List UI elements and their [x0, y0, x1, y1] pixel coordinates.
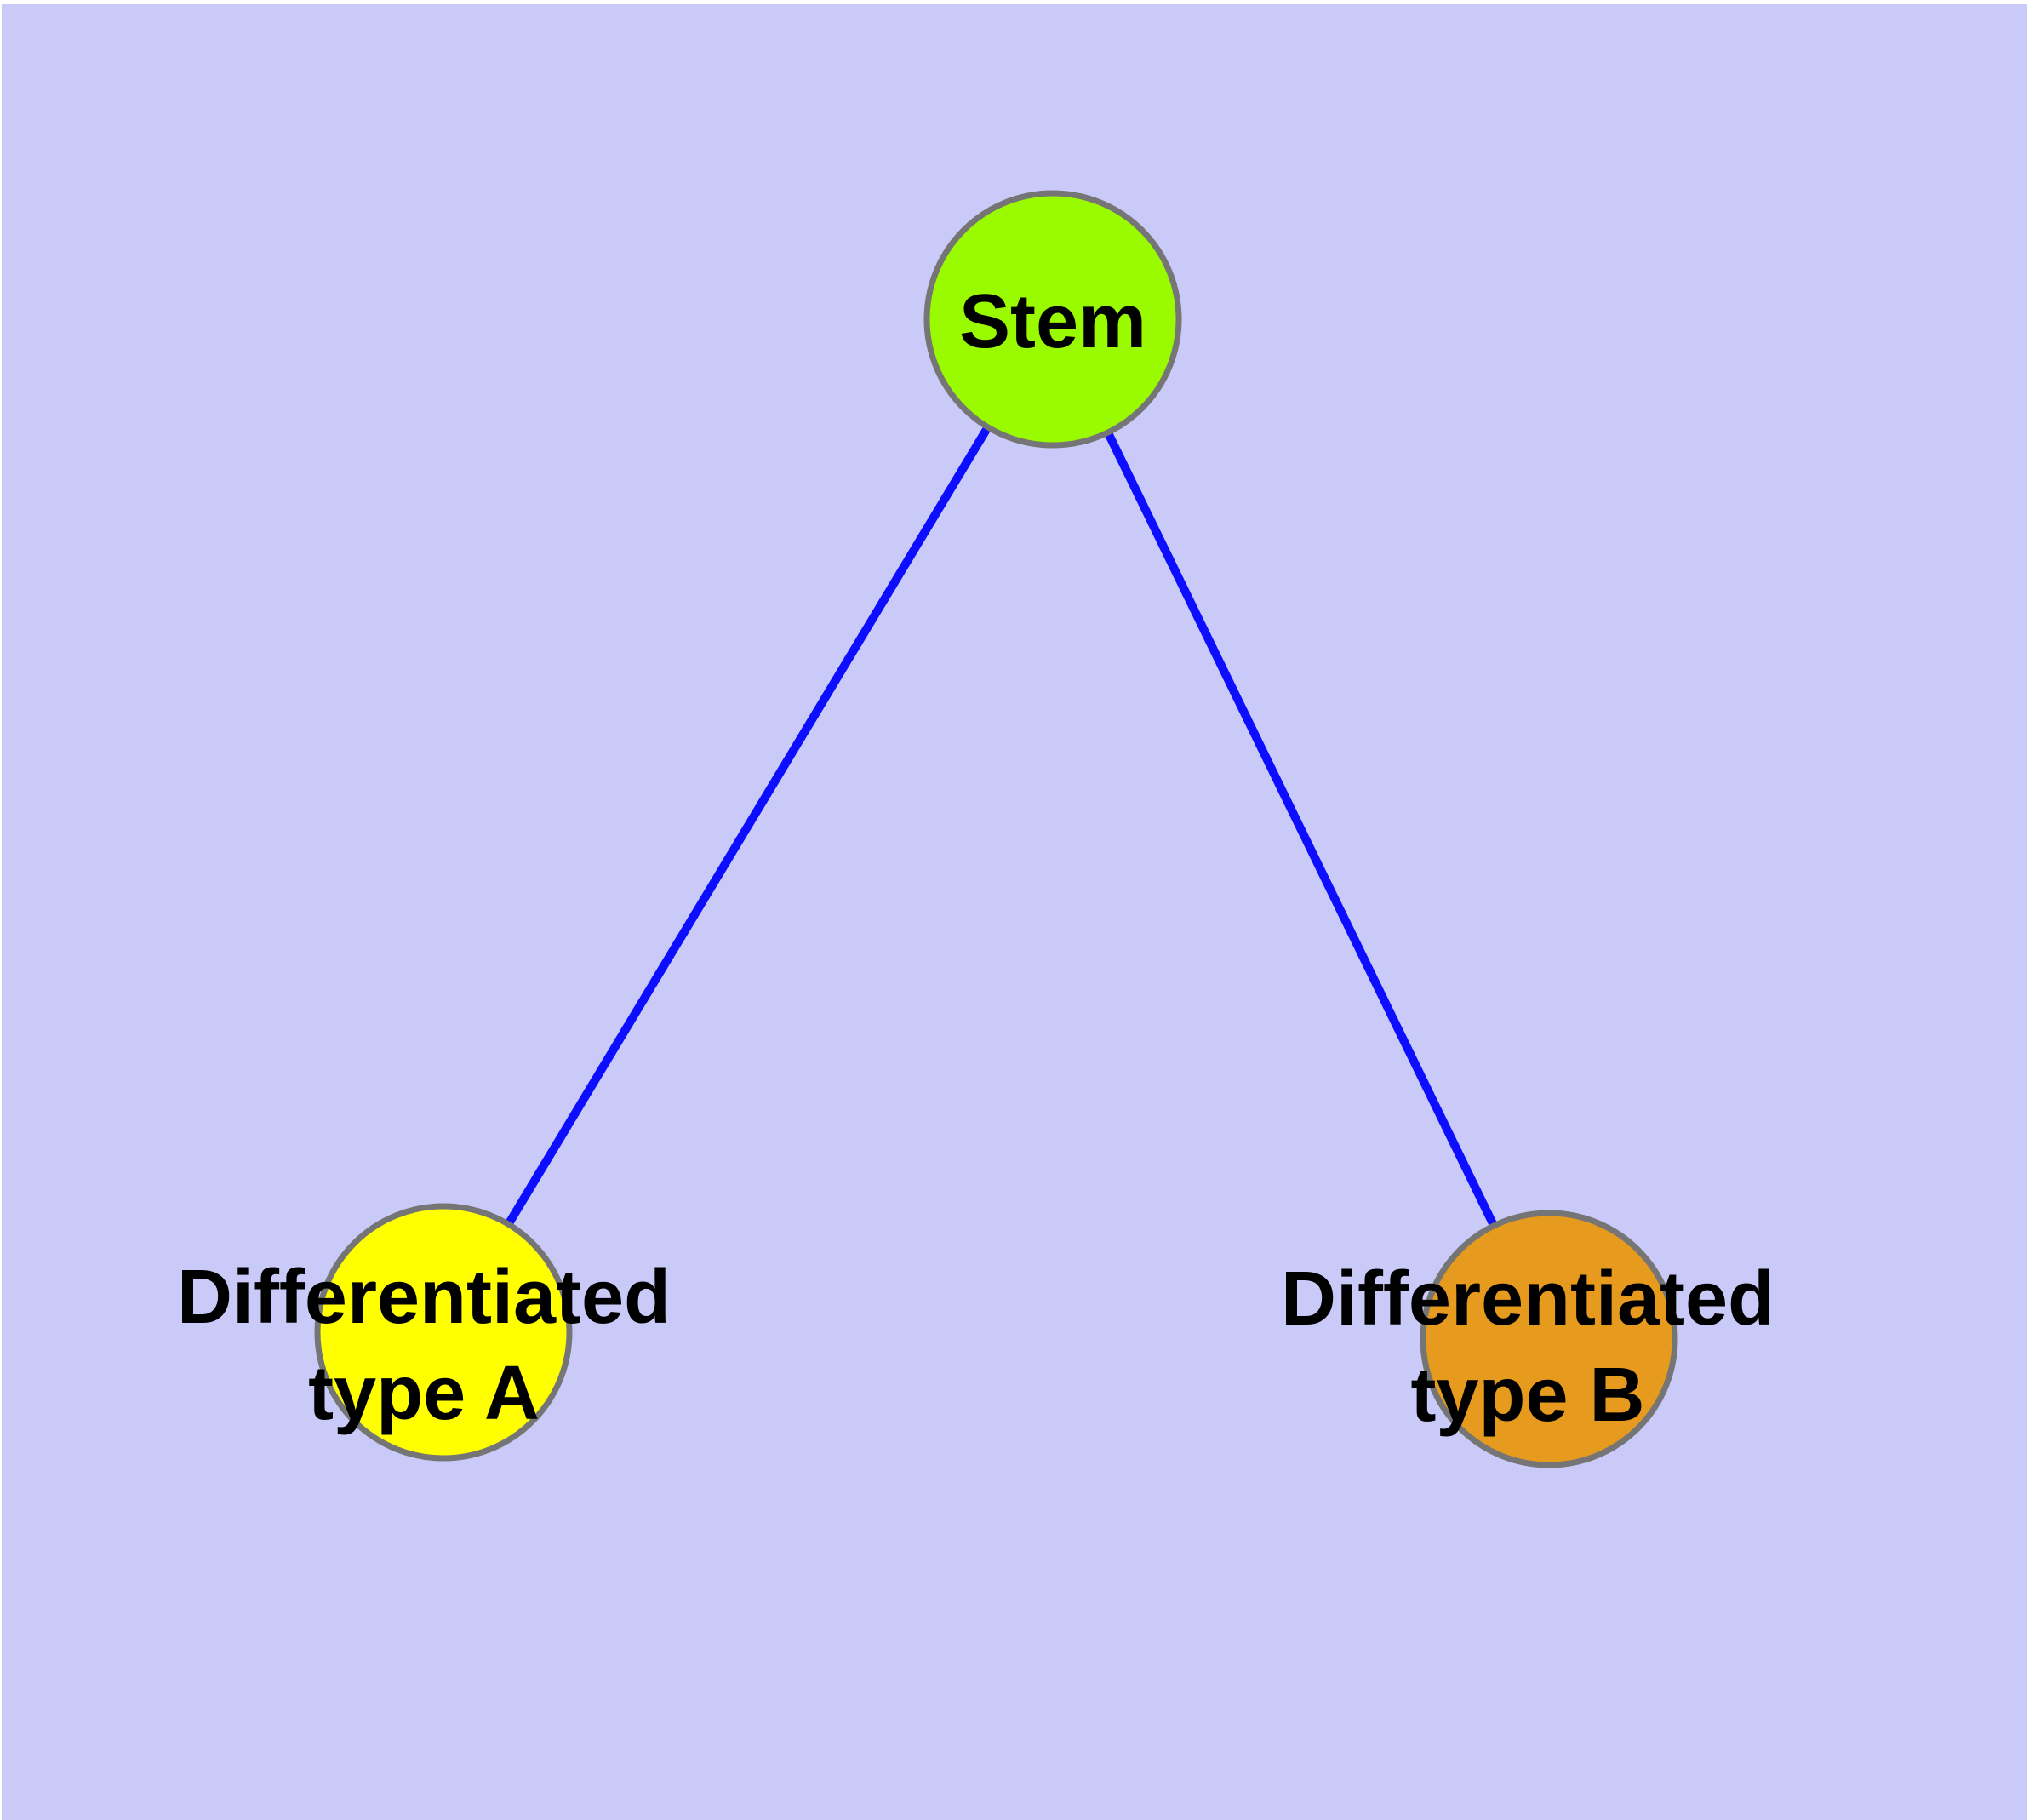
node-type-a-circle [314, 1203, 573, 1462]
node-stem-circle [923, 190, 1182, 449]
node-type-b: Differentiated type B [1281, 1210, 1775, 1468]
edge-group [439, 315, 1553, 1343]
node-type-b-label-line2: type B [1410, 1353, 1644, 1438]
node-stem: Stem [923, 190, 1182, 449]
node-stem-label: Stem [959, 279, 1146, 364]
edge-stem-to-type-b [1049, 315, 1553, 1343]
node-type-b-label-line1: Differentiated [1281, 1256, 1775, 1342]
edge-stem-to-type-a [439, 315, 1057, 1336]
node-type-a-label-line2: type A [308, 1351, 540, 1436]
node-type-b-circle [1420, 1210, 1678, 1468]
node-type-a-label-line1: Differentiated [177, 1255, 671, 1340]
node-type-a: Differentiated type A [177, 1203, 671, 1462]
